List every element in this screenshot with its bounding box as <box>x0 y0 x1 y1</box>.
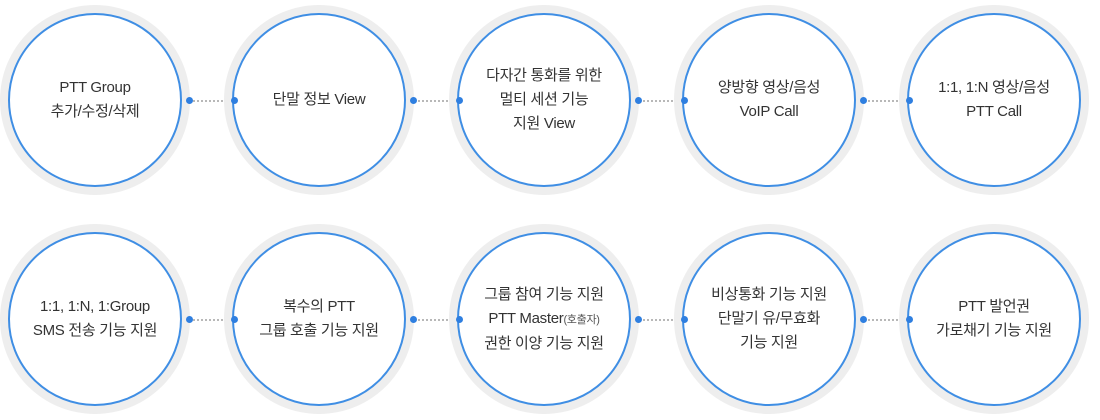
connector-dot <box>231 316 238 323</box>
feature-node: PTT 발언권 가로채기 기능 지원 <box>899 224 1089 414</box>
connector-dot <box>410 97 417 104</box>
feature-text: PTT Call <box>966 103 1022 120</box>
feature-node: 복수의 PTT 그룹 호출 기능 지원 <box>224 224 414 414</box>
feature-node: 1:1, 1:N 영상/음성 PTT Call <box>899 5 1089 195</box>
feature-text: 추가/수정/삭제 <box>50 103 140 120</box>
feature-circle: 1:1, 1:N, 1:Group SMS 전송 기능 지원 <box>8 232 182 406</box>
connector <box>190 319 235 321</box>
feature-node: 1:1, 1:N, 1:Group SMS 전송 기능 지원 <box>0 224 190 414</box>
feature-text: 1:1, 1:N 영상/음성 <box>938 79 1050 96</box>
connector-dot <box>860 97 867 104</box>
feature-text: SMS 전송 기능 지원 <box>32 322 158 339</box>
feature-node: 다자간 통화를 위한 멀티 세션 기능 지원 View <box>449 5 639 195</box>
feature-node: PTT Group 추가/수정/삭제 <box>0 5 190 195</box>
connector-dot <box>860 316 867 323</box>
connector-dot <box>906 97 913 104</box>
feature-node: 단말 정보 View <box>224 5 414 195</box>
feature-text: 기능 지원 <box>740 334 798 351</box>
connector <box>638 319 685 321</box>
feature-circle: 양방향 영상/음성 VoIP Call <box>682 13 856 187</box>
feature-circle: 단말 정보 View <box>232 13 406 187</box>
feature-text: 1:1, 1:N, 1:Group <box>40 298 150 315</box>
feature-text: VoIP Call <box>739 103 799 120</box>
connector <box>413 100 460 102</box>
connector <box>863 100 910 102</box>
feature-text: 그룹 참여 기능 지원 <box>484 285 604 303</box>
connector-dot <box>456 97 463 104</box>
feature-note: (호출자) <box>563 313 600 326</box>
feature-text: 단말 정보 View <box>272 91 366 108</box>
feature-circle: PTT Group 추가/수정/삭제 <box>8 13 182 187</box>
feature-node: 비상통화 기능 지원 단말기 유/무효화 기능 지원 <box>674 224 864 414</box>
connector-dot <box>635 316 642 323</box>
feature-text: 그룹 호출 기능 지원 <box>259 322 379 339</box>
connector-dot <box>410 316 417 323</box>
feature-text: PTT Master <box>488 309 564 327</box>
feature-node: 양방향 영상/음성 VoIP Call <box>674 5 864 195</box>
feature-text: 단말기 유/무효화 <box>717 310 821 327</box>
feature-circle: PTT 발언권 가로채기 기능 지원 <box>907 232 1081 406</box>
feature-text: 다자간 통화를 위한 <box>486 67 602 84</box>
connector <box>190 100 235 102</box>
feature-text: 권한 이양 기능 지원 <box>484 334 604 352</box>
feature-text: PTT 발언권 <box>958 298 1030 315</box>
connector-dot <box>231 97 238 104</box>
feature-text: 복수의 PTT <box>283 298 355 315</box>
connector-dot <box>681 97 688 104</box>
connector <box>863 319 910 321</box>
feature-circle: 비상통화 기능 지원 단말기 유/무효화 기능 지원 <box>682 232 856 406</box>
feature-text: 지원 View <box>513 115 575 132</box>
connector-dot <box>456 316 463 323</box>
connector-dot <box>681 316 688 323</box>
connector-dot <box>906 316 913 323</box>
feature-circle: 1:1, 1:N 영상/음성 PTT Call <box>907 13 1081 187</box>
feature-node: 그룹 참여 기능 지원 PTT Master(호출자) 권한 이양 기능 지원 <box>449 224 639 414</box>
feature-text: PTT Group <box>59 79 131 96</box>
connector-dot <box>186 316 193 323</box>
connector-dot <box>186 97 193 104</box>
feature-text: 멀티 세션 기능 <box>499 91 589 108</box>
connector-dot <box>635 97 642 104</box>
connector <box>638 100 685 102</box>
feature-circle: 복수의 PTT 그룹 호출 기능 지원 <box>232 232 406 406</box>
feature-text: 양방향 영상/음성 <box>717 79 821 96</box>
feature-text: 가로채기 기능 지원 <box>936 322 1052 339</box>
feature-circle: 다자간 통화를 위한 멀티 세션 기능 지원 View <box>457 13 631 187</box>
connector <box>413 319 460 321</box>
feature-text: 비상통화 기능 지원 <box>711 286 827 303</box>
feature-circle: 그룹 참여 기능 지원 PTT Master(호출자) 권한 이양 기능 지원 <box>457 232 631 406</box>
feature-text-with-note: PTT Master(호출자) <box>488 307 600 332</box>
